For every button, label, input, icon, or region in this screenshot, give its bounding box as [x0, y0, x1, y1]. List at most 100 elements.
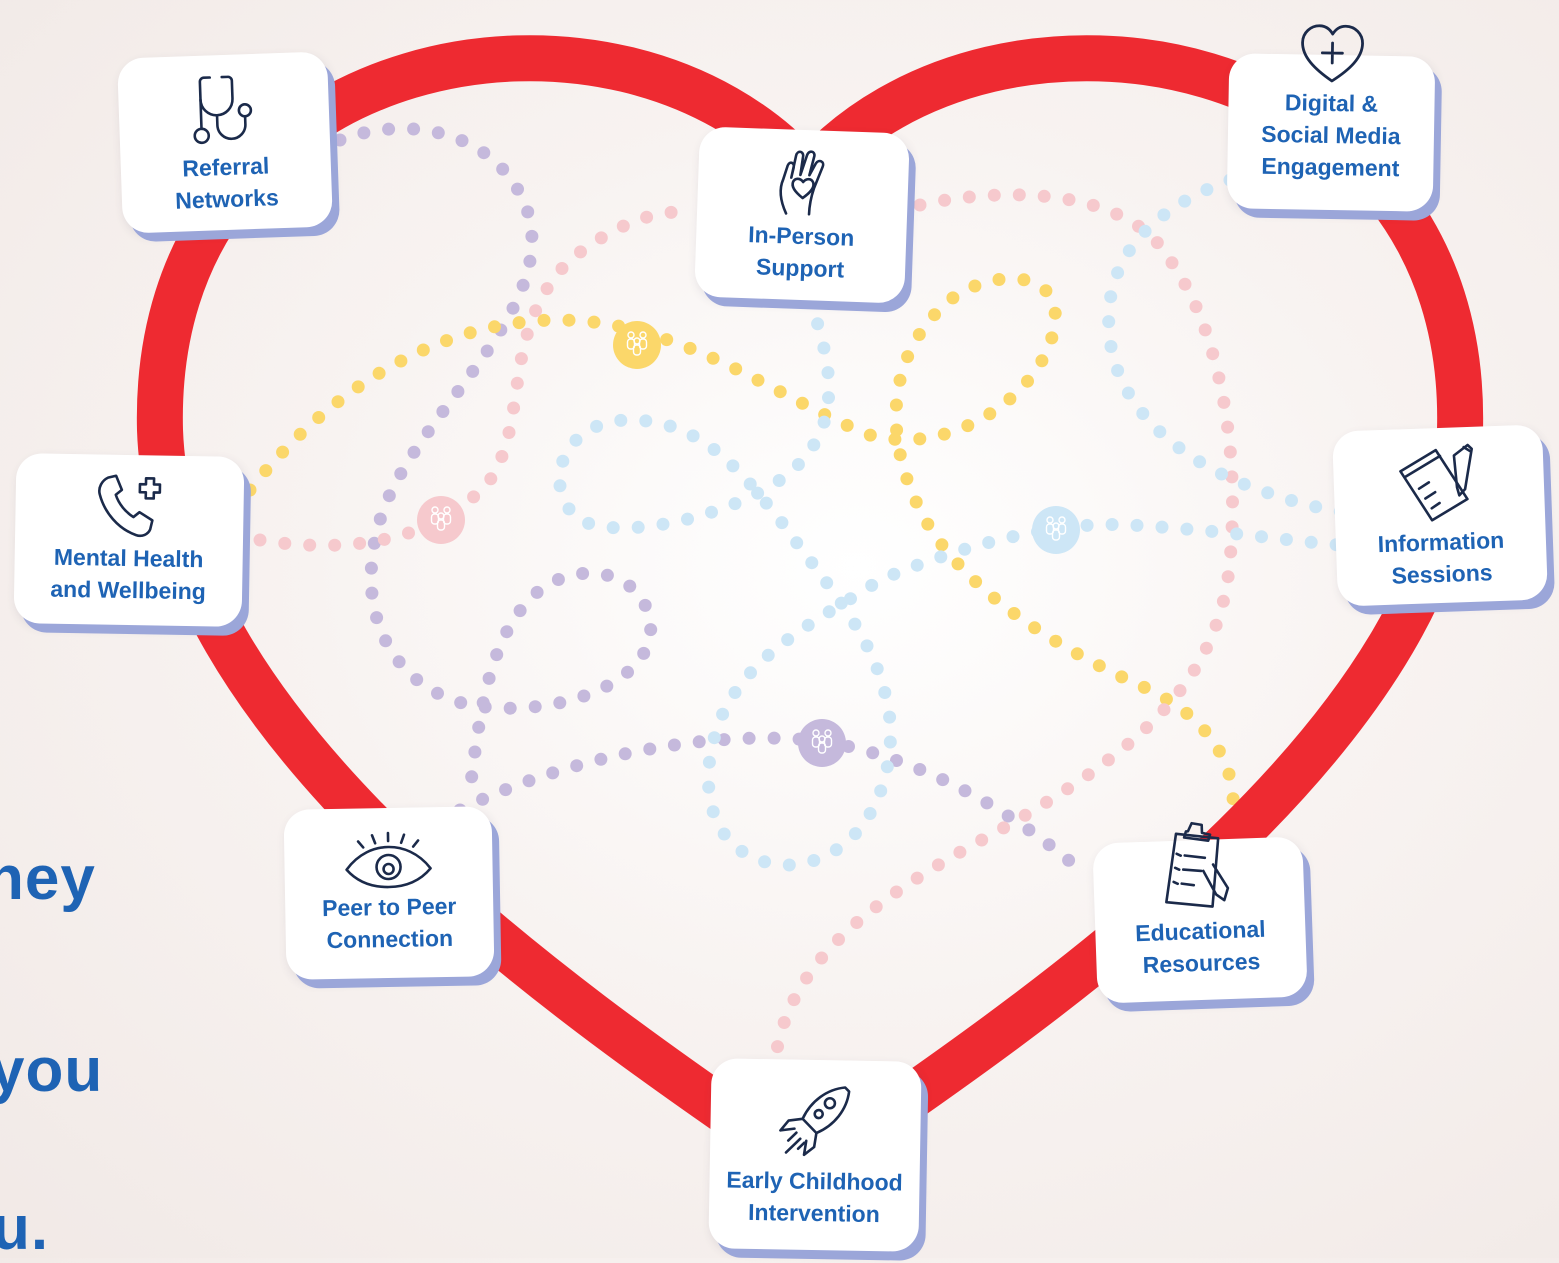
- path-dot: [511, 182, 524, 196]
- path-dot: [467, 490, 481, 504]
- path-dot: [1086, 198, 1100, 212]
- path-dot: [751, 373, 765, 387]
- path-dot: [1070, 647, 1084, 661]
- card-label: Early Childhood Intervention: [726, 1166, 903, 1228]
- path-dot: [618, 747, 632, 761]
- path-dot: [600, 679, 614, 693]
- path-dot: [822, 391, 835, 405]
- path-dot: [1212, 371, 1226, 385]
- path-dot: [530, 585, 544, 599]
- path-dot: [1172, 441, 1186, 455]
- path-dot: [777, 1016, 791, 1029]
- path-dot: [728, 686, 742, 699]
- path-dot: [1110, 207, 1124, 221]
- card-peer-to-peer[interactable]: Peer to Peer Connection: [283, 806, 495, 980]
- path-dot: [1187, 663, 1201, 677]
- path-dot: [717, 827, 731, 841]
- card-label: Digital & Social Media Engagement: [1261, 88, 1401, 181]
- path-dot: [860, 639, 874, 653]
- path-dot: [912, 328, 926, 341]
- card-information-sessions[interactable]: Information Sessions: [1332, 424, 1548, 607]
- path-dot: [537, 313, 551, 327]
- path-dot: [910, 558, 924, 572]
- path-dot: [328, 538, 342, 552]
- path-dot: [468, 745, 482, 759]
- card-early-childhood[interactable]: Early Childhood Intervention: [708, 1058, 922, 1252]
- path-dot: [640, 210, 654, 224]
- phone-medical-icon: [98, 474, 162, 538]
- path-dot: [1104, 340, 1118, 353]
- path-dot: [848, 827, 862, 841]
- card-referral-networks[interactable]: Referral Networks: [117, 51, 333, 234]
- path-dot: [1140, 721, 1153, 735]
- path-dot: [1062, 853, 1076, 867]
- path-dot: [1180, 706, 1194, 720]
- path-dot: [1216, 594, 1230, 608]
- path-dot: [1062, 193, 1076, 207]
- path-dot: [522, 774, 536, 788]
- path-dot: [621, 665, 634, 679]
- path-dot: [463, 326, 477, 340]
- path-dot: [594, 231, 608, 245]
- path-dot: [643, 742, 657, 756]
- path-dot: [726, 459, 740, 473]
- path-dot: [357, 126, 371, 140]
- path-dot: [771, 1040, 784, 1054]
- card-educational-resources[interactable]: Educational Resources: [1092, 821, 1308, 1004]
- path-dot: [556, 454, 570, 468]
- path-dot: [1018, 808, 1032, 822]
- path-dot: [1121, 386, 1135, 400]
- path-dot: [807, 438, 821, 452]
- path-dot: [1155, 520, 1169, 534]
- path-dot: [1040, 795, 1053, 809]
- path-dot: [631, 520, 645, 534]
- path-dot: [975, 833, 989, 847]
- path-dot: [594, 752, 608, 766]
- path-dot: [394, 354, 408, 368]
- path-dot: [1279, 533, 1293, 546]
- path-dot: [958, 542, 972, 556]
- path-dot: [364, 561, 378, 575]
- path-dot: [787, 993, 801, 1007]
- path-dot: [1035, 354, 1049, 368]
- path-dot: [513, 604, 527, 618]
- path-dot: [1198, 323, 1212, 337]
- path-dot: [656, 517, 670, 531]
- path-dot: [890, 423, 904, 437]
- card-in-person-support[interactable]: In-Person Support: [694, 126, 910, 304]
- path-dot: [455, 134, 469, 148]
- path-dot: [1130, 518, 1144, 532]
- path-dot: [436, 405, 450, 418]
- path-dot: [512, 316, 526, 330]
- path-dot: [569, 433, 583, 447]
- path-dot: [410, 673, 424, 687]
- path-dot: [1230, 527, 1244, 541]
- path-dot: [791, 458, 805, 471]
- path-dot: [863, 428, 877, 442]
- family-icon: [613, 321, 661, 369]
- card-label: Mental Health and Wellbeing: [50, 543, 207, 605]
- path-dot: [962, 190, 976, 204]
- path-dot: [1102, 315, 1116, 329]
- path-dot: [477, 146, 491, 160]
- path-dot: [913, 198, 927, 212]
- path-dot: [637, 646, 651, 660]
- path-dot: [243, 483, 257, 497]
- card-digital-social-media[interactable]: Digital & Social Media Engagement: [1226, 23, 1436, 212]
- card-mental-health[interactable]: Mental Health and Wellbeing: [13, 453, 245, 627]
- path-dot: [887, 567, 901, 581]
- path-dot: [1001, 809, 1015, 823]
- path-dot: [702, 780, 716, 794]
- path-dot: [686, 429, 700, 443]
- path-dot: [1111, 266, 1125, 280]
- path-dot: [431, 126, 445, 140]
- path-dot: [844, 592, 857, 606]
- path-dot: [951, 557, 965, 571]
- path-dot: [574, 245, 587, 259]
- path-dot: [935, 538, 949, 552]
- path-dot: [759, 496, 773, 510]
- path-dot: [496, 162, 510, 176]
- stethoscope-icon: [193, 75, 253, 144]
- path-dot: [820, 576, 834, 590]
- path-dot: [490, 648, 504, 662]
